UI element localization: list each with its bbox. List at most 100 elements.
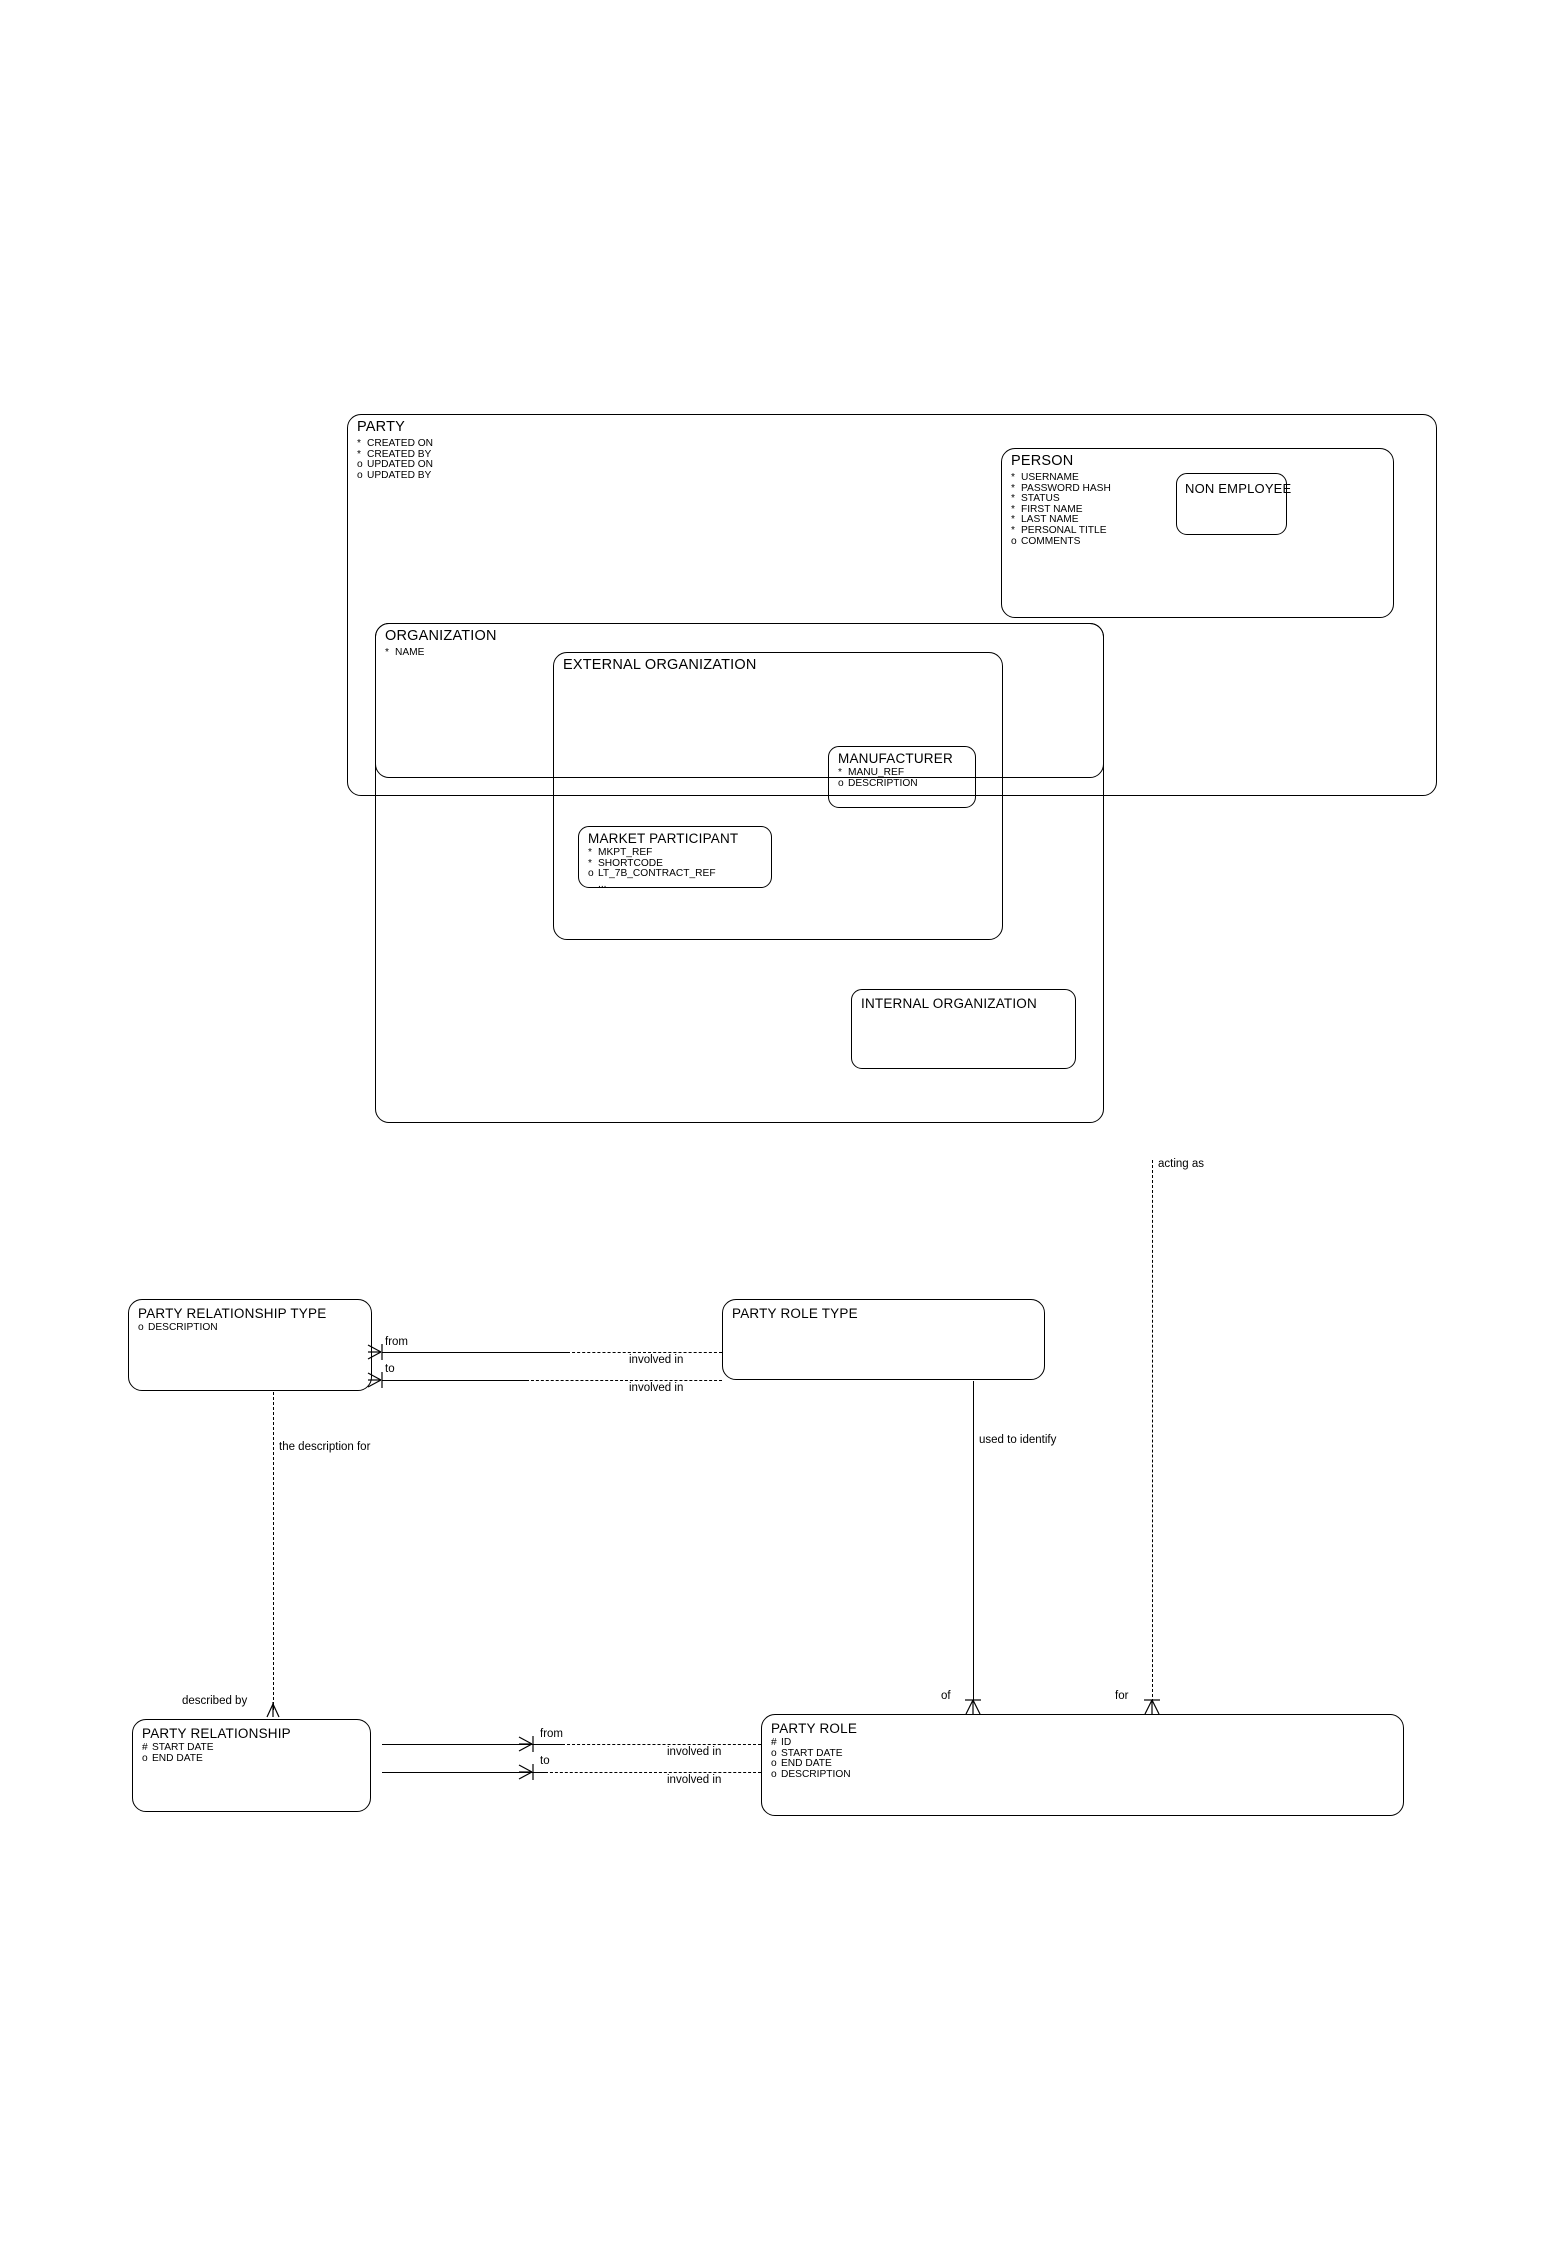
relationship-line-pr-from-solid[interactable] bbox=[382, 1744, 562, 1745]
relationship-label-prt-involved-in-1: involved in bbox=[629, 1354, 684, 1366]
attr-marker: * bbox=[1011, 524, 1015, 536]
attr-marker: * bbox=[1011, 514, 1015, 526]
attr-name: CREATED BY bbox=[367, 448, 432, 460]
attr-name: USERNAME bbox=[1021, 472, 1079, 483]
entity-title: ORGANIZATION bbox=[385, 628, 497, 644]
relationship-label-prt-to: to bbox=[385, 1363, 395, 1375]
attr-marker: * bbox=[385, 647, 389, 658]
attr-name: DESCRIPTION bbox=[848, 777, 918, 789]
attr-marker: # bbox=[142, 1742, 148, 1753]
attr-name: START DATE bbox=[781, 1747, 843, 1759]
crowsfoot-prt-from-icon bbox=[365, 1341, 389, 1365]
attr-name: NAME bbox=[395, 647, 425, 658]
attr-marker: o bbox=[138, 1322, 144, 1333]
entity-internal-organization[interactable]: INTERNAL ORGANIZATION bbox=[851, 989, 1076, 1069]
attr-name: MANU_REF bbox=[848, 767, 905, 778]
attr-name: PASSWORD HASH bbox=[1021, 482, 1111, 494]
entity-non-employee[interactable]: NON EMPLOYEE bbox=[1176, 473, 1291, 535]
entity-title: PERSON bbox=[1011, 453, 1074, 469]
attr-marker: * bbox=[1011, 472, 1015, 483]
attr-marker: o bbox=[357, 469, 363, 481]
crowsfoot-pr-to-icon bbox=[516, 1761, 540, 1785]
relationship-label-prt-from: from bbox=[385, 1336, 408, 1348]
attr-name: START DATE bbox=[152, 1742, 214, 1753]
relationship-line-pr-to-dashed[interactable] bbox=[545, 1772, 761, 1773]
relationship-label-prt-involved-in-2: involved in bbox=[629, 1382, 684, 1394]
entity-manufacturer[interactable]: MANUFACTURER * MANU_REF o DESCRIPTION bbox=[828, 746, 976, 808]
relationship-line-pr-to-solid[interactable] bbox=[382, 1772, 545, 1773]
entity-attributes: # START DATE o END DATE bbox=[142, 1742, 214, 1764]
attr-name: ... bbox=[598, 878, 607, 890]
attr-marker: o bbox=[588, 868, 594, 880]
attr-marker: o bbox=[142, 1752, 148, 1764]
entity-attributes: * MANU_REF o DESCRIPTION bbox=[838, 767, 918, 789]
relationship-label-pr-to: to bbox=[540, 1755, 550, 1767]
entity-organization-body[interactable] bbox=[375, 623, 1104, 1123]
attr-name: END DATE bbox=[781, 1758, 832, 1770]
attr-name: FIRST NAME bbox=[1021, 503, 1083, 515]
relationship-label-pr-involved-in-1: involved in bbox=[667, 1746, 722, 1758]
relationship-label-used-to-identify: used to identify bbox=[979, 1434, 1057, 1446]
attr-name: UPDATED BY bbox=[367, 469, 432, 481]
attr-marker: o bbox=[771, 1747, 777, 1759]
relationship-line-prt-from-dashed[interactable] bbox=[567, 1352, 722, 1353]
attr-marker: * bbox=[588, 847, 592, 858]
attr-name: COMMENTS bbox=[1021, 535, 1081, 547]
relationship-line-used-to-identify[interactable] bbox=[973, 1381, 974, 1702]
relationship-label-the-description-for: the description for bbox=[279, 1441, 371, 1453]
attr-marker: * bbox=[357, 448, 361, 460]
attr-name: DESCRIPTION bbox=[148, 1322, 218, 1333]
relationship-line-pr-from-dashed[interactable] bbox=[562, 1744, 761, 1745]
entity-party-relationship-type[interactable]: PARTY RELATIONSHIP TYPE o DESCRIPTION bbox=[128, 1299, 372, 1391]
entity-attributes: o DESCRIPTION bbox=[138, 1322, 218, 1334]
entity-external-organization[interactable]: EXTERNAL ORGANIZATION bbox=[553, 652, 1003, 940]
attr-name: STATUS bbox=[1021, 493, 1060, 505]
attr-marker: o bbox=[771, 1768, 777, 1780]
attr-name: END DATE bbox=[152, 1752, 203, 1764]
entity-title: INTERNAL ORGANIZATION bbox=[861, 996, 1037, 1011]
relationship-line-prt-to-solid[interactable] bbox=[382, 1380, 526, 1381]
entity-title: PARTY ROLE bbox=[771, 1721, 858, 1736]
entity-attributes: * NAME bbox=[385, 647, 425, 659]
entity-market-participant[interactable]: MARKET PARTICIPANT *MKPT_REF *SHORTCODE … bbox=[578, 826, 772, 890]
crowsfoot-for-icon bbox=[1138, 1697, 1166, 1719]
attr-marker: # bbox=[771, 1737, 777, 1748]
attr-marker: * bbox=[1011, 503, 1015, 515]
crowsfoot-pr-from-icon bbox=[516, 1733, 540, 1757]
entity-title: PARTY RELATIONSHIP bbox=[142, 1726, 291, 1741]
entity-title: MANUFACTURER bbox=[838, 751, 953, 766]
entity-title: PARTY bbox=[357, 419, 406, 435]
relationship-line-the-description-for[interactable] bbox=[273, 1392, 274, 1710]
entity-title: PARTY RELATIONSHIP TYPE bbox=[138, 1306, 327, 1321]
relationship-label-acting-as: acting as bbox=[1158, 1158, 1205, 1170]
relationship-label-pr-involved-in-2: involved in bbox=[667, 1774, 722, 1786]
attr-marker: o bbox=[1011, 535, 1017, 547]
relationship-label-for: for bbox=[1115, 1690, 1129, 1702]
attr-marker: * bbox=[838, 767, 842, 778]
entity-title: EXTERNAL ORGANIZATION bbox=[563, 657, 757, 673]
relationship-line-prt-to-dashed[interactable] bbox=[526, 1380, 722, 1381]
entity-person[interactable]: PERSON * USERNAME * PASSWORD HASH * STATUS … bbox=[1001, 448, 1394, 618]
attr-name: DESCRIPTION bbox=[781, 1768, 851, 1780]
relationship-label-of: of bbox=[941, 1690, 951, 1702]
entity-title: NON EMPLOYEE bbox=[1185, 481, 1292, 496]
entity-party-role-type[interactable]: PARTY ROLE TYPE bbox=[722, 1299, 1045, 1380]
attr-marker: * bbox=[357, 438, 361, 449]
attr-name: UPDATED ON bbox=[367, 459, 434, 471]
attr-marker: o bbox=[838, 777, 844, 789]
entity-title: PARTY ROLE TYPE bbox=[732, 1306, 858, 1321]
crowsfoot-described-by-icon bbox=[259, 1700, 287, 1722]
relationship-line-prt-from-solid[interactable] bbox=[382, 1352, 567, 1353]
relationship-line-acting-as[interactable] bbox=[1152, 1160, 1153, 1702]
entity-attributes: * USERNAME * PASSWORD HASH * STATUS * FIRST … bbox=[1011, 472, 1111, 547]
crowsfoot-of-icon bbox=[959, 1697, 987, 1719]
attr-name: SHORTCODE bbox=[598, 857, 663, 869]
attr-marker: * bbox=[1011, 482, 1015, 494]
crowsfoot-prt-to-icon bbox=[365, 1369, 389, 1393]
entity-party-relationship[interactable]: PARTY RELATIONSHIP # START DATE o END DATE bbox=[132, 1719, 371, 1812]
attr-name: ID bbox=[781, 1737, 792, 1748]
